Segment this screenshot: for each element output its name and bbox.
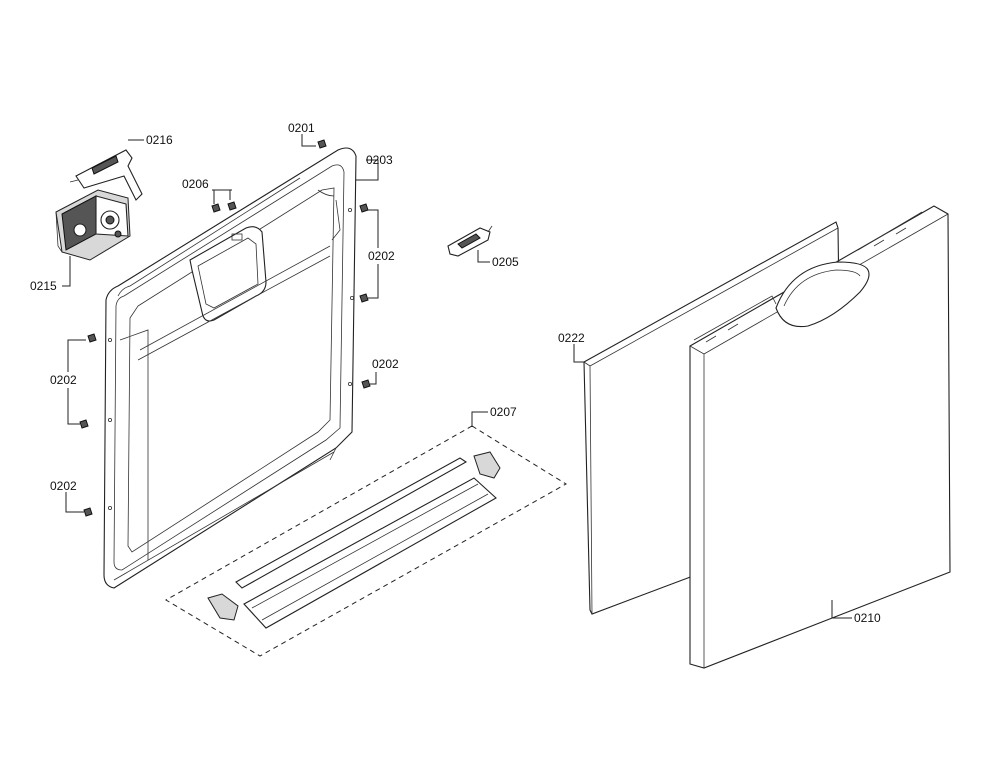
callout-0216: 0216 — [146, 133, 173, 147]
leader-lines — [62, 134, 852, 619]
callout-0205: 0205 — [492, 255, 519, 269]
callout-0206: 0206 — [182, 177, 209, 191]
callout-0202-left-bottom: 0202 — [50, 479, 77, 493]
callout-0202-right-mid: 0202 — [372, 357, 399, 371]
seal-kit — [165, 425, 567, 657]
screws — [79, 139, 371, 517]
detergent-dispenser — [55, 189, 131, 261]
callout-0210: 0210 — [854, 611, 881, 625]
hinge-clip — [447, 225, 493, 257]
kit-dashed-boundary — [165, 425, 567, 657]
callout-0201: 0201 — [288, 121, 315, 135]
callout-0202-right-top: 0202 — [368, 249, 395, 263]
callout-0215: 0215 — [30, 279, 57, 293]
inner-door-panel — [103, 147, 357, 589]
callout-0207: 0207 — [490, 405, 517, 419]
outer-door-panel — [689, 205, 951, 669]
callout-0203: 0203 — [366, 153, 393, 167]
callout-0222: 0222 — [558, 331, 585, 345]
callout-0202-left-top: 0202 — [50, 373, 77, 387]
dispenser-lever — [69, 149, 143, 201]
